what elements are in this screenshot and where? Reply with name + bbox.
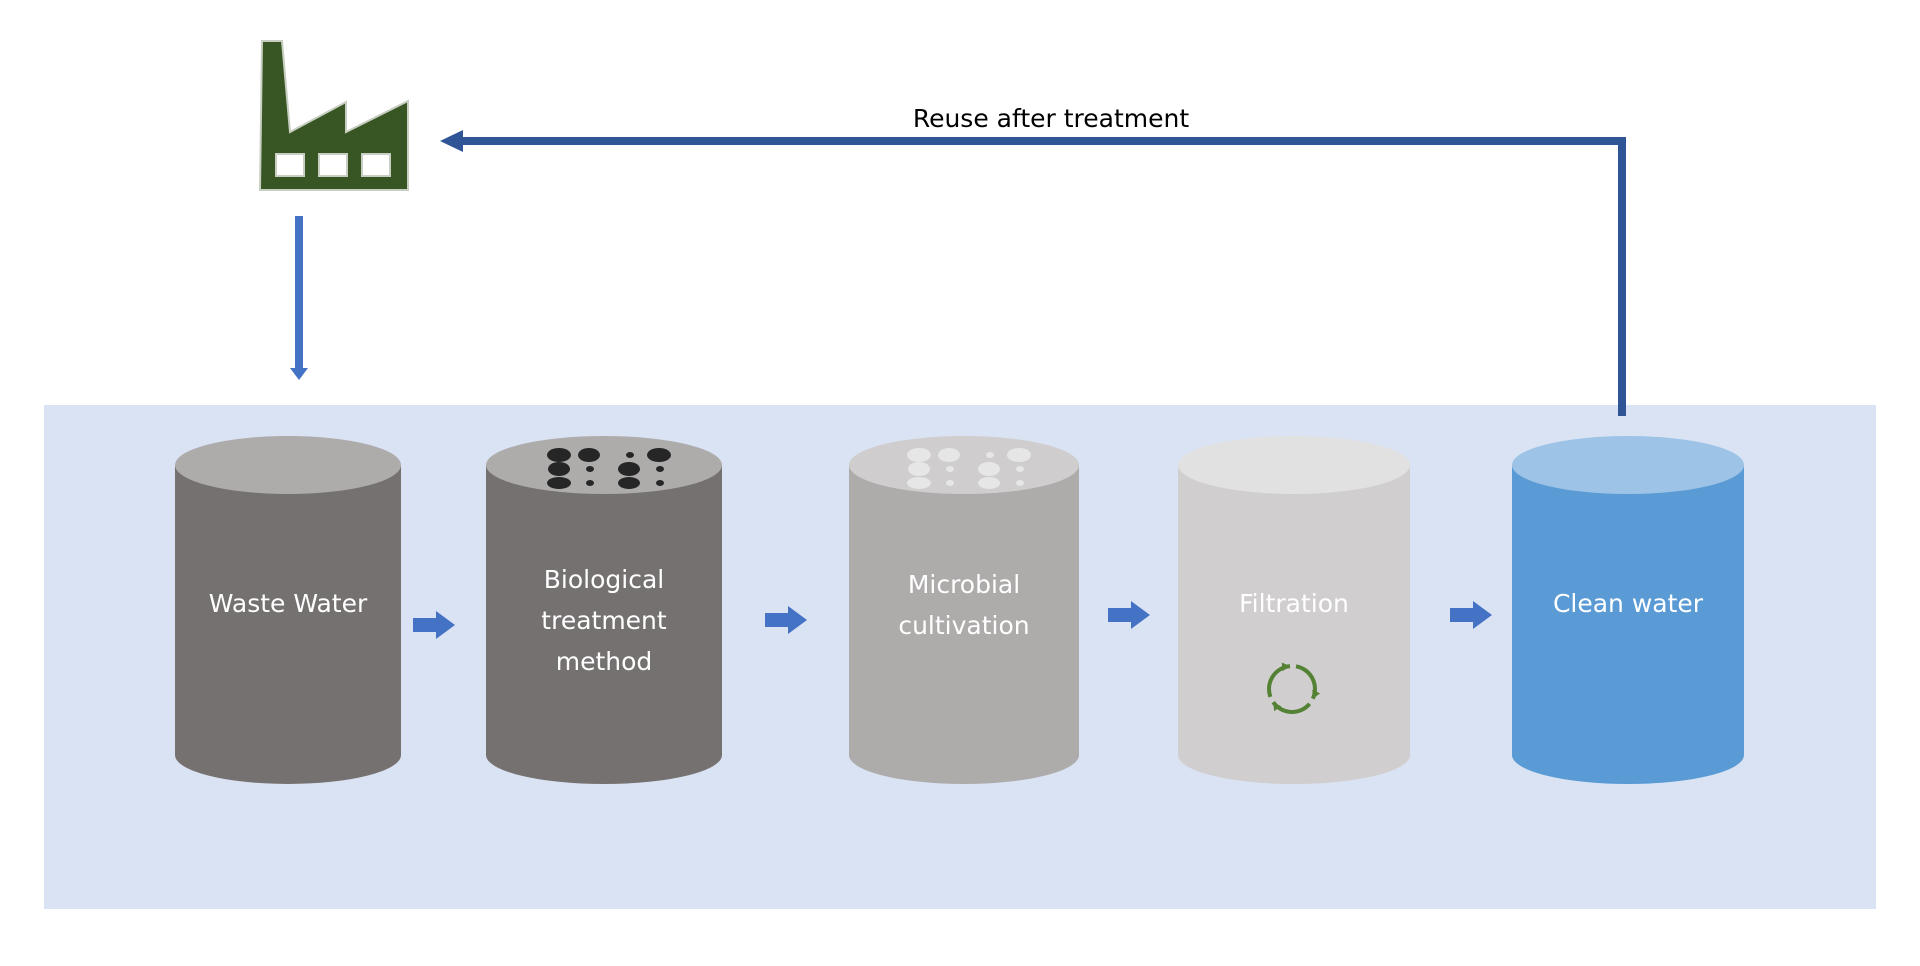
particles-icon <box>907 448 1031 489</box>
recycle-arrowhead <box>1312 689 1321 699</box>
stage-waste-water: Waste Water <box>175 436 401 784</box>
particle <box>1016 480 1024 486</box>
stage-clean-water: Clean water <box>1512 436 1744 784</box>
particle <box>1016 466 1024 472</box>
particles-icon <box>547 448 671 489</box>
particle <box>986 452 994 458</box>
particle <box>1007 448 1031 462</box>
stage-label-line: Filtration <box>1239 589 1349 618</box>
inflow-arrow <box>290 216 308 380</box>
recycle-icon <box>1267 662 1321 714</box>
stage-label-line: Microbial <box>908 570 1020 599</box>
stage-label-line: cultivation <box>898 611 1029 640</box>
particle <box>938 448 960 462</box>
feedback-arrow <box>440 130 1626 416</box>
particle <box>618 462 640 476</box>
stage-label-line: Biological <box>544 565 664 594</box>
process-stages: Waste Water Biological treatment method Micr… <box>175 436 1744 784</box>
stage-filtration: Filtration <box>1178 436 1410 784</box>
stage-microbial-cultivation: Microbial cultivation <box>849 436 1079 784</box>
flow-arrow-3 <box>1108 601 1150 629</box>
flow-arrow-2 <box>765 606 807 634</box>
particle <box>656 480 664 486</box>
recycle-arrowhead <box>1273 702 1282 712</box>
stage-label-line: Clean water <box>1553 589 1704 618</box>
stage-biological-treatment: Biological treatment method <box>486 436 722 784</box>
factory-icon <box>258 40 409 191</box>
flow-arrows <box>413 601 1492 639</box>
particle <box>907 448 931 462</box>
cylinder-top <box>486 436 722 494</box>
particle <box>618 477 640 489</box>
flow-arrow-4 <box>1450 601 1492 629</box>
particle <box>647 448 671 462</box>
cylinder-top <box>175 436 401 494</box>
particle <box>946 466 954 472</box>
particle <box>978 462 1000 476</box>
particle <box>547 448 571 462</box>
particle <box>626 452 634 458</box>
cylinder-body <box>849 465 1079 784</box>
cylinder-body <box>175 465 401 784</box>
recycle-arrowhead <box>1281 662 1290 672</box>
particle <box>946 480 954 486</box>
stage-label-line: method <box>556 647 653 676</box>
cylinder-top <box>1178 436 1410 494</box>
cylinder-body <box>1512 465 1744 784</box>
particle <box>907 477 931 489</box>
particle <box>586 466 594 472</box>
feedback-label: Reuse after treatment <box>913 104 1190 133</box>
particle <box>578 448 600 462</box>
stage-label-line: treatment <box>541 606 667 635</box>
cylinder-body <box>1178 465 1410 784</box>
particle <box>656 466 664 472</box>
stage-label-line: Waste Water <box>209 589 368 618</box>
particle <box>978 477 1000 489</box>
cylinder-top <box>1512 436 1744 494</box>
particle <box>586 480 594 486</box>
flow-arrow-1 <box>413 611 455 639</box>
particle <box>547 477 571 489</box>
cylinder-body <box>486 465 722 784</box>
cylinder-top <box>849 436 1079 494</box>
particle <box>908 462 930 476</box>
particle <box>548 462 570 476</box>
